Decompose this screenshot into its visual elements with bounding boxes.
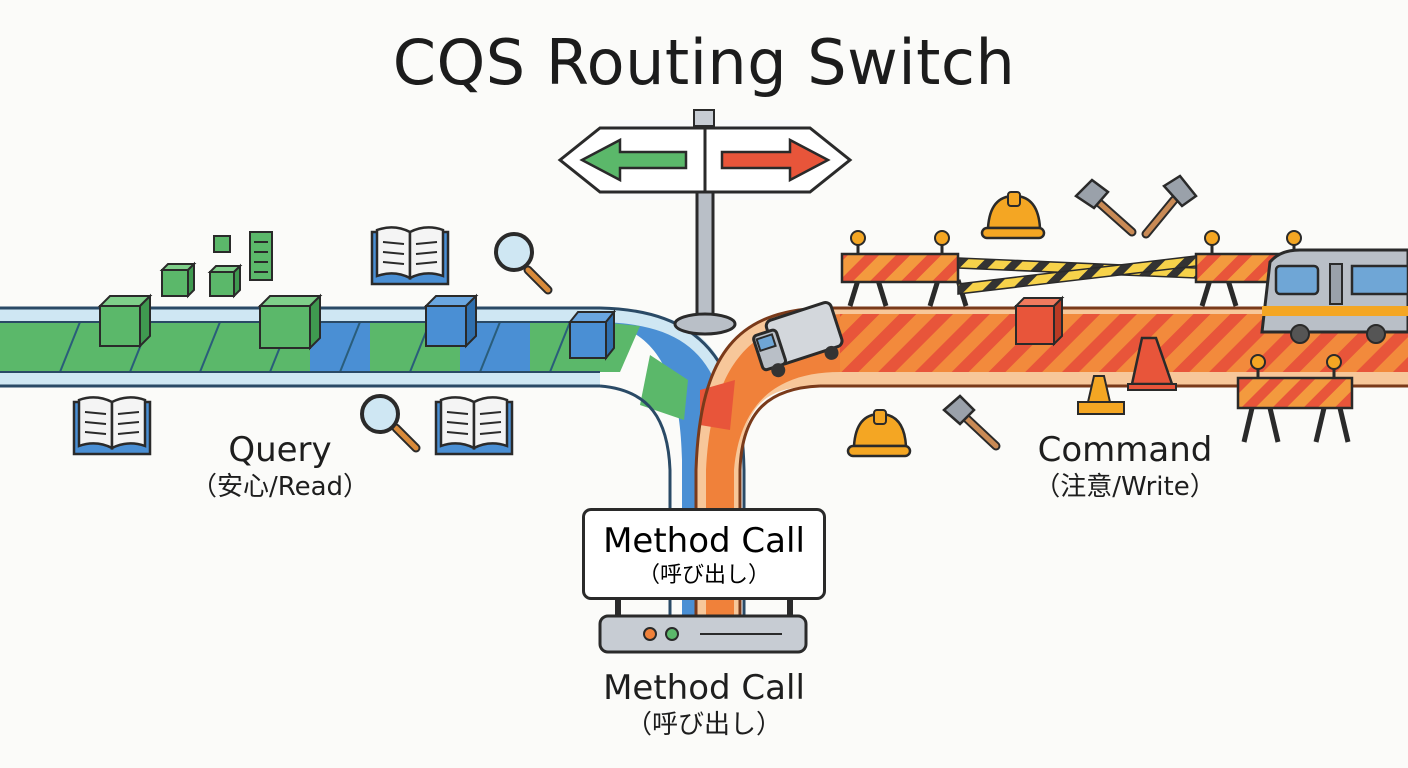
data-cube-icon [207, 263, 243, 299]
hammer-icon [1141, 174, 1198, 239]
command-label: Command [1037, 430, 1213, 470]
barricade-icon [1236, 354, 1354, 443]
page-title: CQS Routing Switch [392, 26, 1016, 99]
document-icon [249, 231, 273, 281]
left-arrow-icon [579, 137, 688, 183]
data-cube-icon [257, 293, 323, 351]
right-arrow-icon [720, 137, 831, 183]
status-light-orange [643, 627, 657, 641]
magnifier-icon [494, 232, 553, 295]
data-cube-icon [423, 293, 479, 349]
hardhat-icon [846, 409, 912, 458]
bottom-caption: Method Call （呼び出し） [554, 668, 854, 742]
book-icon [72, 396, 152, 456]
command-sublabel: （注意/Write） [1034, 472, 1216, 502]
command-label-group: Command （注意/Write） [1000, 430, 1250, 504]
switch-box [598, 598, 808, 654]
method-call-label: Method Call [603, 521, 805, 561]
caution-tape [957, 255, 1197, 295]
bottom-caption-sublabel: （呼び出し） [625, 710, 782, 740]
hardhat-icon [980, 191, 1046, 240]
data-cube-icon [159, 261, 197, 299]
query-label-group: Query （安心/Read） [160, 430, 400, 504]
book-icon [370, 226, 450, 286]
signpost [557, 109, 853, 336]
truck-icon [752, 301, 844, 378]
traffic-cone-icon [1077, 375, 1125, 415]
barricade-icon [840, 230, 969, 307]
data-cube-icon [1013, 295, 1065, 347]
data-cube-icon [567, 309, 617, 361]
query-label: Query [228, 430, 332, 470]
hammer-icon [1074, 178, 1137, 237]
book-icon [434, 396, 514, 456]
data-cube-icon [97, 293, 153, 349]
magnifier-icon [360, 394, 421, 453]
query-sublabel: （安心/Read） [190, 472, 370, 502]
hammer-icon [942, 394, 1001, 451]
bottom-caption-label: Method Call [603, 668, 805, 708]
data-cube-icon [213, 235, 231, 253]
traffic-cone-icon [1127, 336, 1177, 391]
method-call-sublabel: （呼び出し） [637, 563, 770, 588]
status-light-green [665, 627, 679, 641]
train-icon [1260, 248, 1408, 344]
method-call-box: Method Call （呼び出し） [582, 508, 826, 600]
